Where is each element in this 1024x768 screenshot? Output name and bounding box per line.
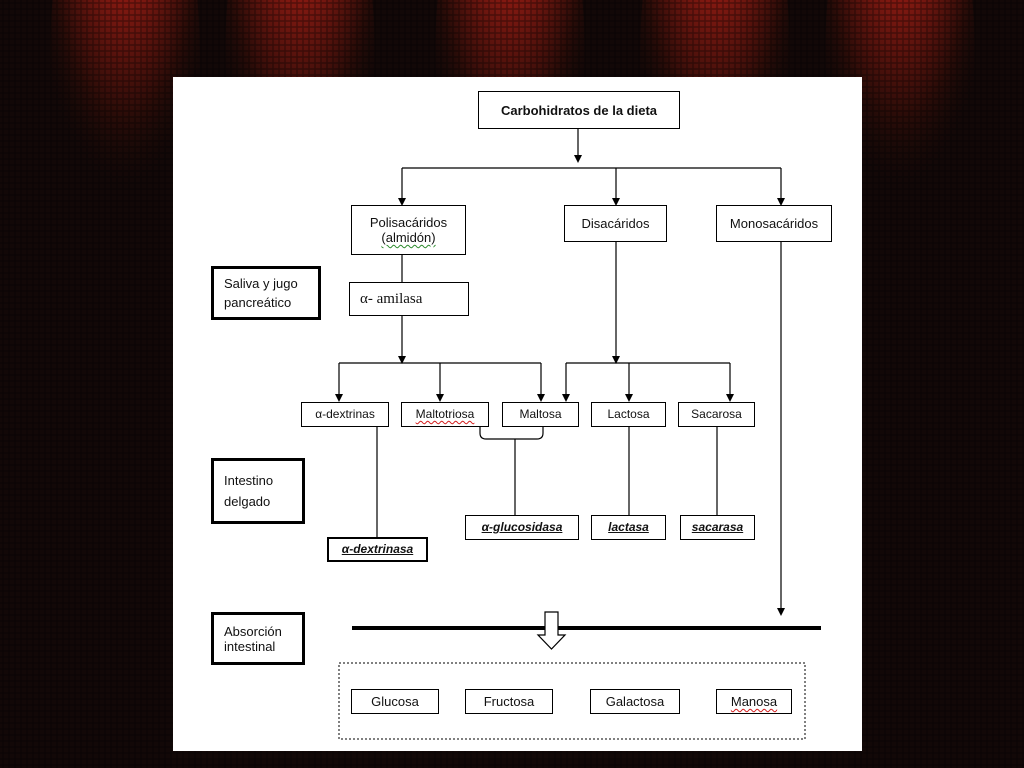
flow-connectors (335, 129, 821, 740)
title-text: Carbohidratos de la dieta (500, 102, 658, 118)
lactasa-box: lactasa (591, 515, 666, 540)
fructosa-box: Fructosa (465, 689, 553, 714)
intestinal-label: intestinal (224, 638, 276, 654)
sacarasa-label: sacarasa (691, 520, 744, 534)
intestino-stage-box: Intestino delgado (211, 458, 305, 524)
delgado-label: delgado (224, 494, 271, 509)
hollow-down-arrow-icon (536, 611, 567, 650)
fructosa-label: Fructosa (483, 694, 535, 709)
lactosa-box: Lactosa (591, 402, 666, 427)
bracket-maltotriosa-maltosa (479, 427, 544, 440)
polisacaridos-label: Polisacáridos (369, 215, 448, 230)
maltosa-box: Maltosa (502, 402, 579, 427)
glucosa-label: Glucosa (371, 694, 419, 709)
lactasa-label: lactasa (608, 520, 649, 534)
absorcion-stage-box: Absorción intestinal (211, 612, 305, 665)
pancreatico-label: pancreático (224, 295, 292, 310)
dextrinas-label: α-dextrinas (315, 407, 375, 421)
intestino-label: Intestino (224, 473, 274, 488)
dextrinasa-label: α-dextrinasa (341, 542, 414, 556)
sacarosa-box: Sacarosa (678, 402, 755, 427)
maltotriosa-box: Maltotriosa (401, 402, 489, 427)
saliva-stage-box: Saliva y jugo pancreático (211, 266, 321, 320)
title-box: Carbohidratos de la dieta (478, 91, 680, 129)
amilasa-box: α- amilasa (349, 282, 469, 316)
sacarasa-box: sacarasa (680, 515, 755, 540)
dextrinas-box: α-dextrinas (301, 402, 389, 427)
products-container (338, 662, 806, 740)
monosacaridos-box: Monosacáridos (716, 205, 832, 242)
sacarosa-label: Sacarosa (691, 407, 742, 421)
dextrinasa-box: α-dextrinasa (327, 537, 428, 562)
manosa-label: Manosa (730, 694, 778, 709)
maltosa-label: Maltosa (519, 407, 562, 421)
disacaridos-label: Disacáridos (581, 216, 650, 231)
almidon-label: (almidón) (381, 230, 436, 245)
disacaridos-box: Disacáridos (564, 205, 667, 242)
maltotriosa-label: Maltotriosa (415, 407, 475, 421)
monosacaridos-label: Monosacáridos (729, 216, 819, 231)
glucosidasa-label: α-glucosidasa (481, 520, 563, 534)
absorcion-label: Absorción (224, 623, 282, 639)
galactosa-label: Galactosa (605, 694, 665, 709)
manosa-box: Manosa (716, 689, 792, 714)
polisacaridos-box: Polisacáridos (almidón) (351, 205, 466, 255)
glucosa-box: Glucosa (351, 689, 439, 714)
lactosa-label: Lactosa (607, 407, 650, 421)
amilasa-label: α- amilasa (360, 290, 423, 307)
galactosa-box: Galactosa (590, 689, 680, 714)
diagram-slide: Carbohidratos de la dieta Polisacáridos … (173, 77, 862, 751)
saliva-label: Saliva y jugo (224, 276, 298, 291)
glucosidasa-box: α-glucosidasa (465, 515, 579, 540)
